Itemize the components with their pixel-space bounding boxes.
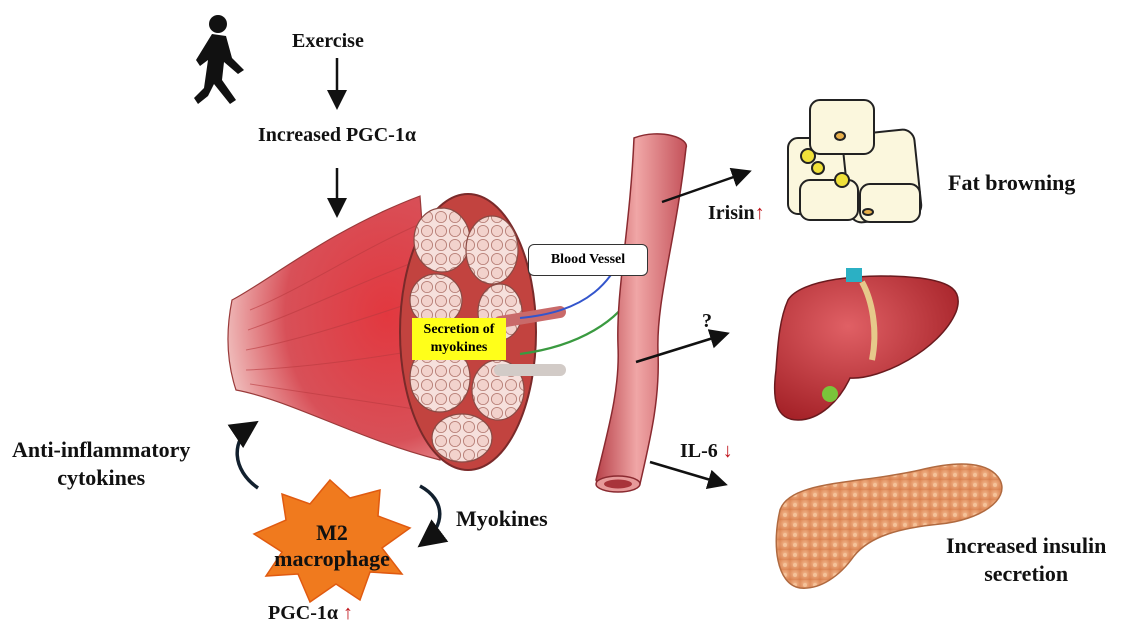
label-myokines: Myokines	[456, 506, 548, 532]
label-blood-vessel: Blood Vessel	[528, 244, 648, 276]
label-increased-pgc: Increased PGC-1α	[258, 124, 416, 147]
label-pgc-bottom: PGC-1α ↑	[268, 602, 353, 625]
secretion-path-green	[520, 290, 634, 354]
arrow-cytokines-cycle	[237, 424, 258, 488]
label-m2-macrophage: M2macrophage	[262, 520, 402, 572]
il6-down-arrow: ↓	[723, 440, 733, 462]
fascicle-7	[432, 414, 492, 462]
fat-cells	[788, 100, 922, 224]
label-increased-insulin-secretion: Increased insulin secretion	[946, 532, 1106, 588]
fascicle-2	[466, 216, 518, 284]
m2-line-2: macrophage	[274, 546, 390, 571]
anti-line-2: cytokines	[57, 465, 145, 490]
label-irisin: Irisin↑	[708, 202, 765, 225]
label-exercise: Exercise	[292, 30, 364, 53]
pgc-up-arrow: ↑	[343, 602, 353, 624]
arrow-myokines-cycle	[420, 486, 440, 544]
insulin-line-1: Increased insulin	[946, 533, 1106, 558]
irisin-text: Irisin	[708, 202, 755, 224]
pgc-bottom-text: PGC-1α	[268, 602, 338, 624]
secretion-line-2: myokines	[431, 340, 488, 355]
label-il6: IL-6 ↓	[680, 440, 733, 463]
blood-vessel	[596, 134, 686, 491]
liver-vessel	[846, 268, 862, 282]
arrow-to-pancreas	[650, 462, 724, 484]
anti-line-1: Anti-inflammatory	[12, 437, 190, 462]
irisin-up-arrow: ↑	[755, 202, 765, 224]
m2-line-1: M2	[316, 520, 348, 545]
runner-icon	[194, 15, 244, 104]
il6-text: IL-6	[680, 440, 718, 462]
insulin-line-2: secretion	[984, 561, 1068, 586]
gallbladder	[822, 386, 838, 402]
label-fat-browning: Fat browning	[948, 170, 1075, 196]
blood-vessel-lumen	[604, 480, 632, 489]
label-secretion-of-myokines: Secretion of myokines	[412, 318, 506, 360]
label-anti-inflammatory-cytokines: Anti-inflammatory cytokines	[12, 436, 190, 492]
label-question: ?	[702, 310, 712, 333]
fascicle-1	[414, 208, 470, 272]
secretion-line-1: Secretion of	[424, 322, 495, 337]
